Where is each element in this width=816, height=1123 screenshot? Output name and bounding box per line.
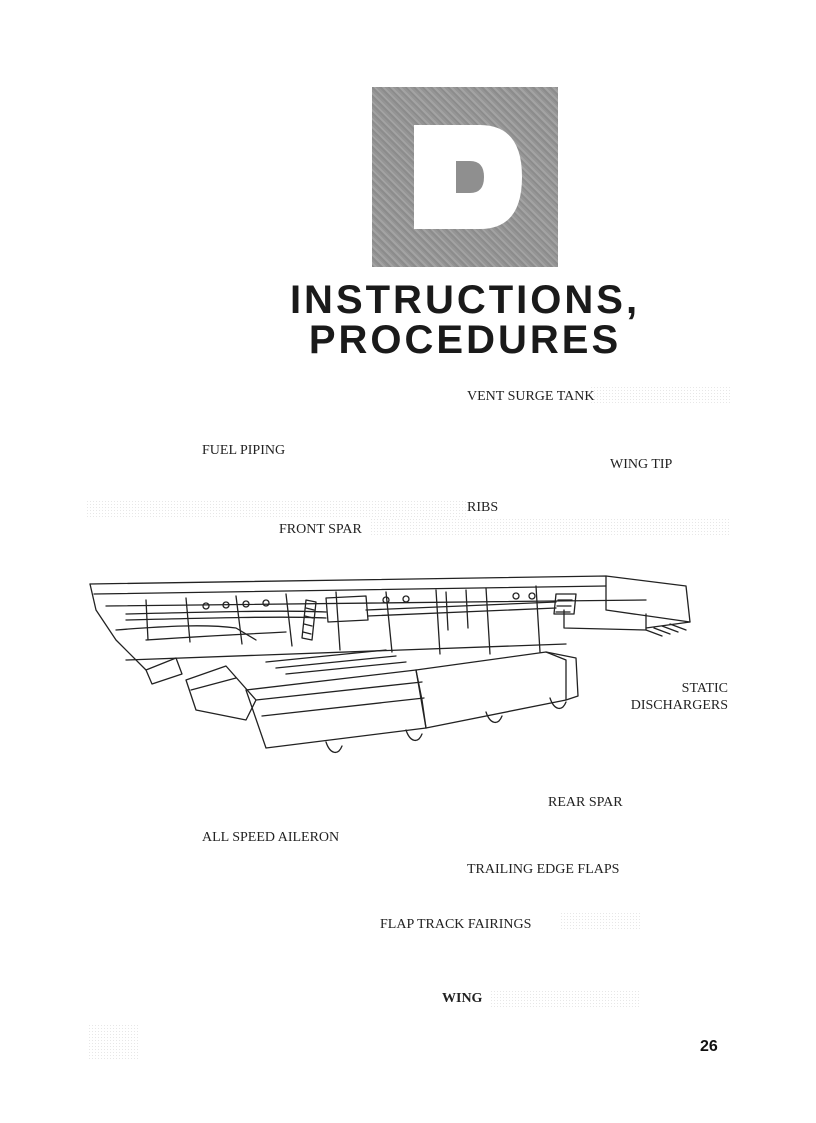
scan-artifact — [88, 1024, 140, 1060]
section-letter-block — [372, 87, 558, 267]
label-flap-track-fairings: FLAP TRACK FAIRINGS — [380, 917, 532, 932]
scan-artifact — [86, 500, 466, 518]
label-static-line-1: STATIC — [681, 681, 728, 696]
label-static-line-2: DISCHARGERS — [630, 698, 728, 713]
scan-artifact — [590, 386, 730, 404]
page-title-line-2: PROCEDURES — [308, 318, 622, 362]
label-vent-surge-tank: VENT SURGE TANK — [467, 389, 595, 404]
scan-artifact — [490, 990, 640, 1008]
section-letter-graphic — [414, 125, 522, 229]
label-all-speed-aileron: ALL SPEED AILERON — [202, 830, 340, 845]
label-trailing-edge-flaps: TRAILING EDGE FLAPS — [467, 862, 620, 877]
label-ribs: RIBS — [467, 500, 499, 515]
wing-structure-illustration — [89, 575, 691, 753]
label-rear-spar: REAR SPAR — [548, 795, 623, 810]
label-front-spar: FRONT SPAR — [279, 522, 362, 537]
label-fuel-piping: FUEL PIPING — [202, 443, 286, 458]
figure-caption: WING — [442, 991, 483, 1006]
page-number: 26 — [700, 1038, 718, 1055]
label-wing-tip: WING TIP — [610, 457, 673, 472]
scan-artifact — [560, 912, 640, 930]
scan-artifact — [370, 518, 730, 536]
page-title-line-1: INSTRUCTIONS, — [289, 278, 641, 322]
